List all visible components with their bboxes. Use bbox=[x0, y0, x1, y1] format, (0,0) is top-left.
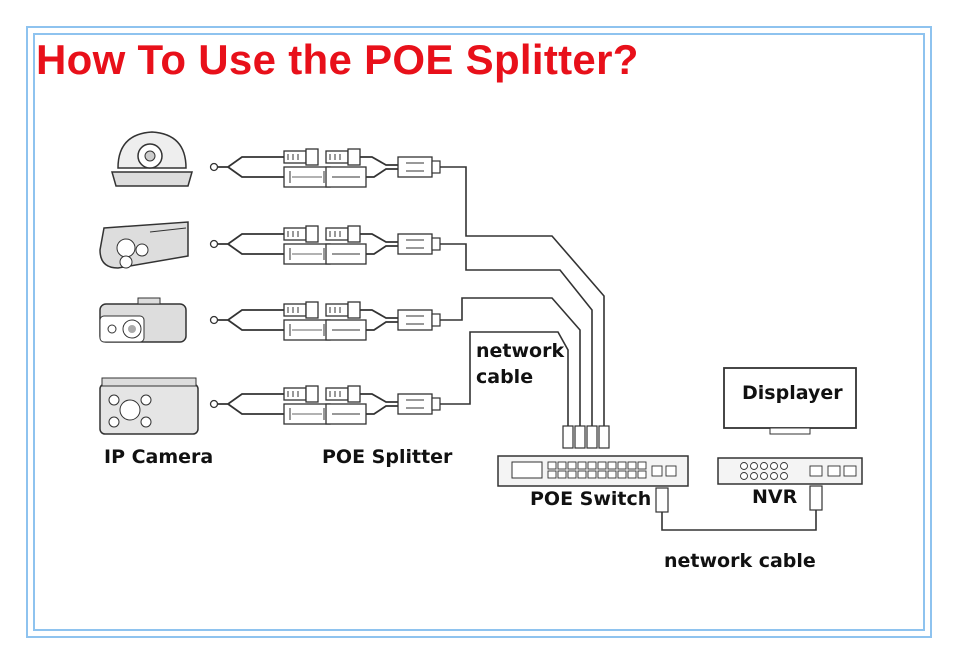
network-cables bbox=[440, 166, 605, 426]
inner-border bbox=[33, 33, 925, 631]
label-network-cable-line2: cable bbox=[476, 366, 534, 388]
splitter-set-3 bbox=[211, 302, 441, 340]
splitter-set-4 bbox=[211, 386, 441, 424]
label-poe-switch: POE Switch bbox=[530, 488, 652, 510]
splitter-set-2 bbox=[211, 226, 441, 264]
bullet-camera-3 bbox=[99, 377, 199, 435]
dome-camera bbox=[111, 131, 193, 187]
outer-border bbox=[26, 26, 932, 638]
label-nvr: NVR bbox=[752, 486, 798, 508]
poe-switch bbox=[497, 455, 689, 487]
bullet-camera-1 bbox=[99, 221, 189, 269]
displayer bbox=[723, 367, 857, 435]
switch-nvr-cable bbox=[655, 485, 823, 531]
nvr bbox=[717, 457, 863, 485]
label-poe-splitter: POE Splitter bbox=[322, 446, 453, 468]
label-network-cable-line1: network bbox=[476, 340, 565, 362]
bullet-camera-2 bbox=[99, 297, 187, 343]
page-title: How To Use the POE Splitter? bbox=[36, 36, 639, 83]
label-network-cable-bottom: network cable bbox=[664, 550, 816, 572]
label-ip-camera: IP Camera bbox=[104, 446, 214, 468]
label-displayer: Displayer bbox=[742, 382, 843, 404]
switch-plugs bbox=[562, 425, 610, 449]
splitter-set-1 bbox=[211, 149, 441, 187]
